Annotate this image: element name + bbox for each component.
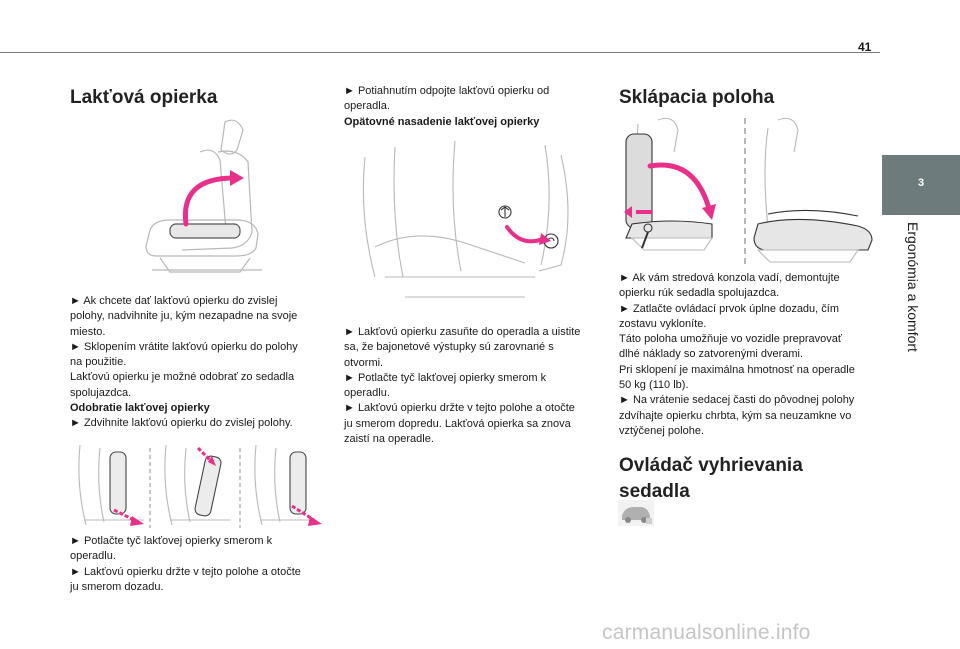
page-number: 41 [858, 40, 872, 54]
watermark: carmanualsonline.info [602, 621, 811, 644]
seat-folding-illustration [618, 114, 880, 269]
subheading-refit-armrest: Opätovné nasadenie lakťovej opierky [344, 115, 540, 128]
seat-heating-vehicle-icon [618, 500, 654, 526]
armrest-text-col2-a: ► Potiahnutím odpojte lakťovú opierku od… [344, 84, 614, 130]
armrest-removal-steps-illustration [70, 440, 325, 530]
header-rule [0, 52, 880, 53]
subheading-remove-armrest: Odobratie lakťovej opierky [70, 402, 210, 415]
section-heading-seat-heating: Ovládač vyhrievania sedadla [619, 455, 803, 502]
chapter-title: Ergonómia a komfort [905, 222, 921, 352]
armrest-refit-illustration [345, 137, 585, 307]
armrest-text-col2-b: ► Lakťovú opierku zasuňte do operadla a … [344, 326, 581, 446]
section-heading-armrest: Lakťová opierka [70, 87, 218, 108]
folding-position-text: ► Ak vám stredová konzola vadí, demontuj… [619, 272, 855, 437]
chapter-number: 3 [917, 177, 925, 189]
armrest-text-c: ► Potlačte tyč lakťovej opierky smerom k… [70, 535, 301, 593]
section-heading-folding-position: Sklápacia poloha [619, 87, 775, 108]
chapter-tab[interactable]: 3 [882, 155, 960, 215]
armrest-text-a: ► Ak chcete dať lakťovú opierku do zvisl… [70, 294, 340, 432]
armrest-raise-illustration [130, 112, 280, 282]
